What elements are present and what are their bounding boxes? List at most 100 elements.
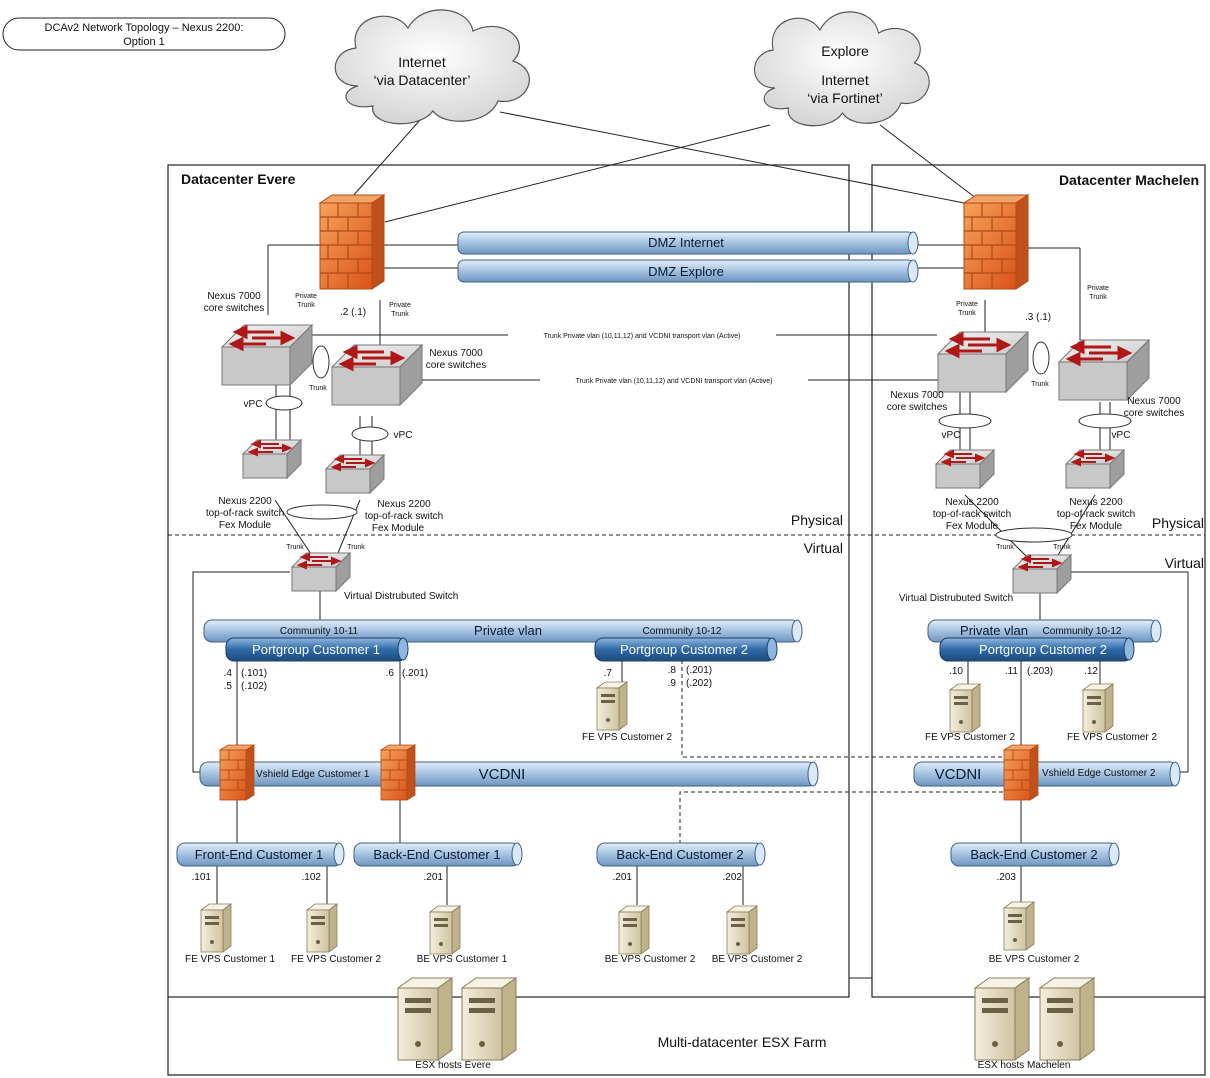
ip-label: .5	[224, 681, 233, 692]
virtual-label-evere: Virtual	[804, 540, 843, 556]
host-ip-label: .102	[302, 872, 322, 883]
server-label: FE VPS Customer 1	[185, 954, 275, 965]
nexus2200-machelen-b-2: top-of-rack switch	[1057, 509, 1135, 520]
server-icon	[974, 977, 1030, 1061]
server-label: BE VPS Customer 2	[989, 954, 1080, 965]
ip-label: (.201)	[402, 668, 428, 679]
trunk-label: Trunk	[1053, 544, 1071, 551]
portgroup-customer2-label-machelen: Portgroup Customer 2	[979, 642, 1107, 657]
back-end-customer1-label: Back-End Customer 1	[373, 847, 500, 862]
vcdni-pipe-evere	[199, 761, 819, 787]
nexus2200-machelen-a-2: top-of-rack switch	[933, 509, 1011, 520]
private-trunk-label: Private	[1087, 285, 1109, 292]
ip-label: .11	[1005, 666, 1019, 677]
dmz-explore-label: DMZ Explore	[648, 264, 724, 279]
private-vlan-pipe-machelen	[927, 619, 1162, 643]
nexus7000-label-machelen-b: Nexus 7000	[1127, 396, 1181, 407]
host-ip-label: .201	[613, 872, 633, 883]
ip-label: (.201)	[686, 665, 712, 676]
switch-icon	[935, 449, 995, 489]
dmz-internet-pipe	[457, 231, 919, 255]
esx-hosts-machelen-label: ESX hosts Machelen	[978, 1060, 1071, 1071]
server-icon	[1003, 901, 1035, 951]
machelen-fw-ip: .3 (.1)	[1025, 312, 1051, 323]
switch-icon	[242, 439, 302, 479]
cloud-explore-line2: Internet	[821, 72, 869, 88]
back-end-customer2-pipe-evere	[596, 842, 766, 867]
nexus7000-label-machelen-a2: core switches	[887, 402, 948, 413]
nexus7000-label-evere-b2: core switches	[426, 360, 487, 371]
ip-label: .9	[668, 678, 677, 689]
vpc-ring	[938, 413, 992, 429]
title-line-2: Option 1	[123, 36, 165, 48]
fe-vps-customer2-machelen-a: FE VPS Customer 2	[925, 732, 1015, 743]
trunk-private-vlan-label-1: Trunk Private vlan (10,11,12) and VCDNI …	[544, 333, 741, 340]
nexus2200-machelen-b-1: Nexus 2200	[1069, 497, 1123, 508]
datacenter-machelen-frame	[871, 164, 1206, 998]
server-icon	[1082, 683, 1114, 733]
title-line-1: DCAv2 Network Topology – Nexus 2200:	[45, 22, 244, 34]
vpc-label: vPC	[1112, 430, 1131, 441]
server-icon	[949, 683, 981, 733]
nexus2200-evere-a-1: Nexus 2200	[218, 496, 272, 507]
server-label: FE VPS Customer 2	[291, 954, 381, 965]
ip-label: .4	[224, 668, 233, 679]
switch-icon	[1057, 338, 1151, 402]
cloud-icon	[753, 11, 930, 127]
internet-links	[344, 111, 1001, 223]
trunk-label: Trunk	[286, 544, 304, 551]
trunk-ring	[995, 527, 1073, 543]
portgroup-customer2-pipe-evere	[594, 637, 778, 662]
nexus7000-label-evere-a2: core switches	[204, 303, 265, 314]
virtual-label-machelen: Virtual	[1165, 555, 1204, 571]
server-label: BE VPS Customer 2	[712, 954, 803, 965]
server-icon	[200, 903, 232, 953]
vpc-label: vPC	[244, 399, 263, 410]
community-10-12-label-machelen: Community 10-12	[1043, 626, 1122, 637]
private-trunk-label: Private	[295, 293, 317, 300]
nexus7000-label-evere-b: Nexus 7000	[429, 348, 483, 359]
switch-icon	[1012, 554, 1072, 594]
vshield-edge-customer1-label: Vshield Edge Customer 1	[256, 769, 370, 780]
private-trunk-label: Private	[389, 302, 411, 309]
vds-label-machelen: Virtual Distrubuted Switch	[899, 593, 1013, 604]
cloud-explore-line1: Explore	[821, 43, 869, 59]
back-end-customer2-pipe-machelen	[950, 842, 1120, 867]
server-icon	[1039, 977, 1095, 1061]
dmz-internet-label: DMZ Internet	[648, 235, 724, 250]
nexus7000-label-machelen-a: Nexus 7000	[890, 390, 944, 401]
firewall-icon	[319, 194, 385, 290]
switch-icon	[330, 343, 424, 407]
private-trunk-label: Private	[956, 301, 978, 308]
trunk-private-vlan-label-2: Trunk Private vlan (10,11,12) and VCDNI …	[576, 378, 773, 385]
vpc-label: vPC	[942, 430, 961, 441]
host-ip-label: .101	[192, 872, 212, 883]
portgroup-customer1-label: Portgroup Customer 1	[252, 642, 380, 657]
physical-label-machelen: Physical	[1152, 515, 1204, 531]
trunk-label: Trunk	[1031, 381, 1049, 388]
server-icon	[461, 977, 517, 1061]
firewall-icon	[963, 194, 1029, 290]
ip-label: .12	[1084, 666, 1098, 677]
nexus2200-evere-b-2: top-of-rack switch	[365, 511, 443, 522]
trunk-ring	[312, 345, 330, 379]
vcdni-pipe-machelen	[913, 761, 1181, 787]
physical-label-evere: Physical	[791, 512, 843, 528]
ip-label: (.102)	[241, 681, 267, 692]
vpc-ring	[1078, 413, 1132, 429]
private-trunk-label: Trunk	[391, 311, 409, 318]
esx-hosts-evere-label: ESX hosts Evere	[415, 1060, 491, 1071]
portgroup-customer1-pipe	[225, 637, 409, 662]
vds-label-evere: Virtual Distrubuted Switch	[344, 591, 458, 602]
trunk-label: Trunk	[347, 544, 365, 551]
ip-label: .8	[668, 665, 677, 676]
community-10-11-label: Community 10-11	[280, 626, 359, 637]
community-10-12-label-evere: Community 10-12	[643, 626, 722, 637]
firewall-icon	[1003, 744, 1039, 801]
nexus2200-evere-a-2: top-of-rack switch	[206, 508, 284, 519]
ip-label: .6	[386, 668, 395, 679]
evere-fw-ip: .2 (.1)	[340, 307, 366, 318]
private-vlan-label-evere: Private vlan	[474, 623, 542, 638]
virtual-links-evere	[192, 571, 1003, 905]
